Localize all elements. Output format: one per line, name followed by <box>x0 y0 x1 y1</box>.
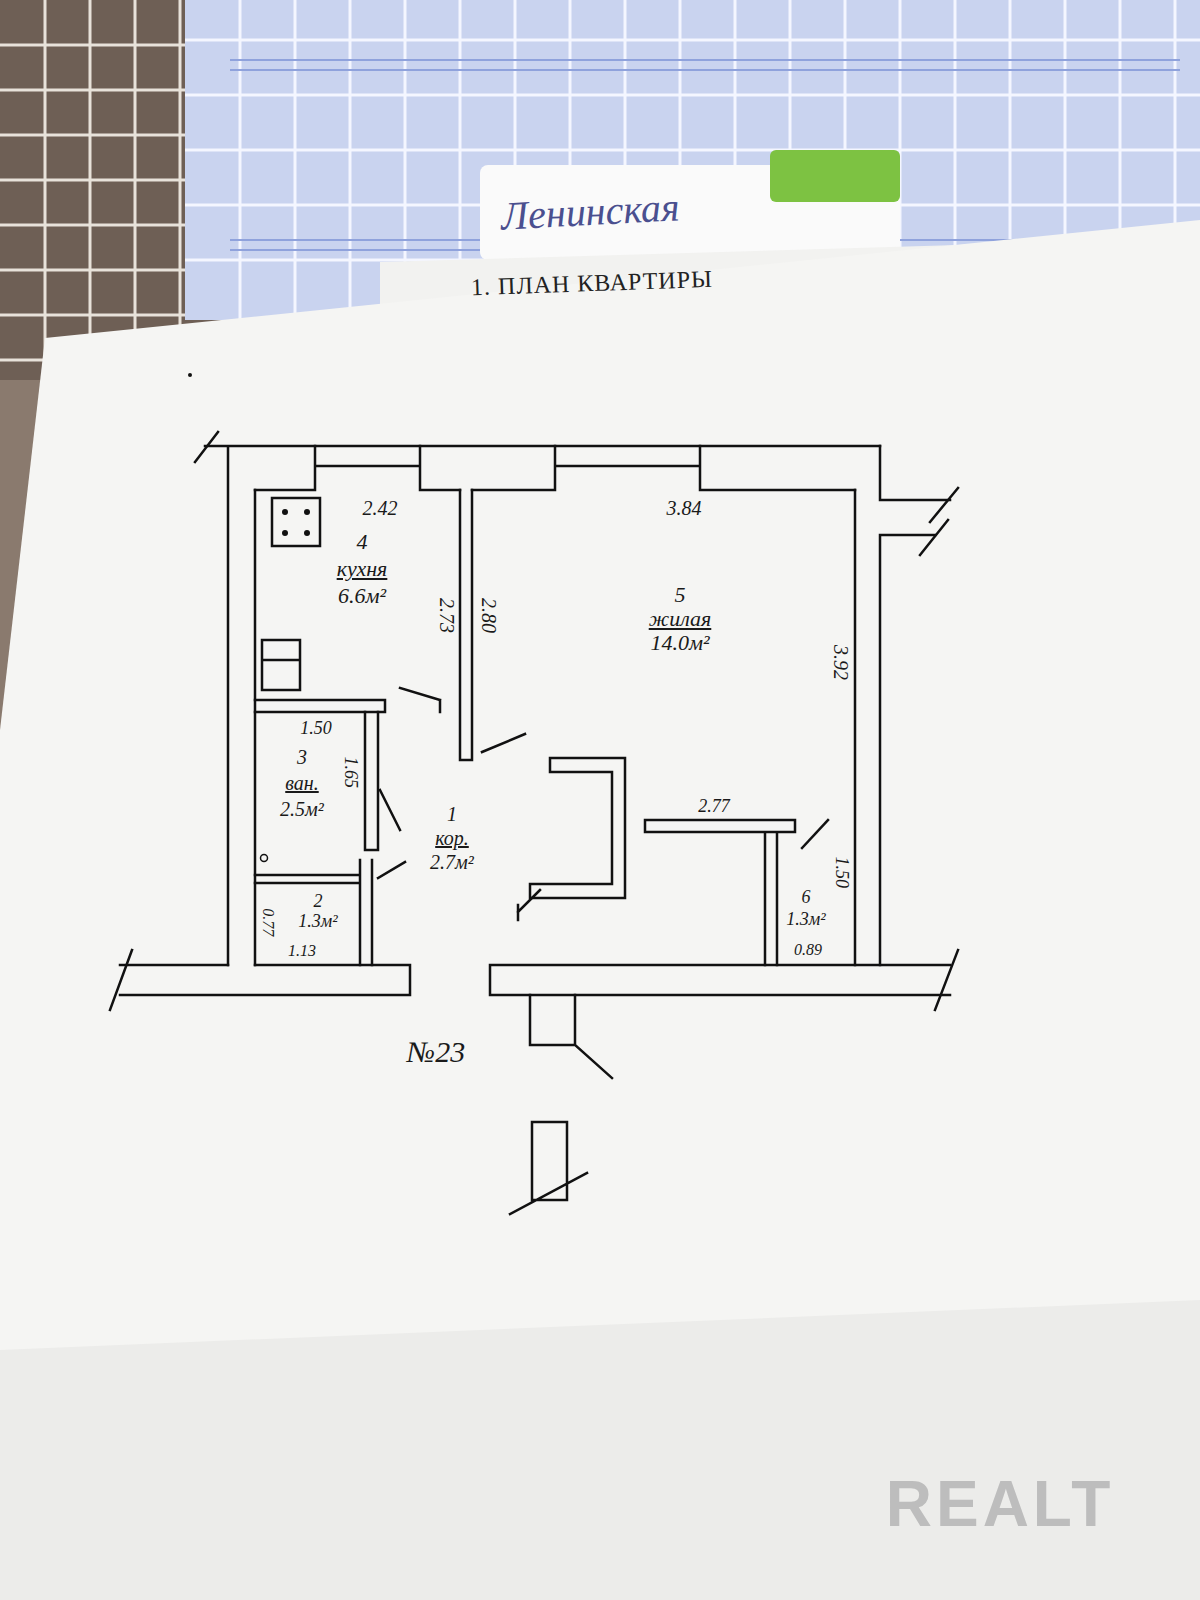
dimension: 0.89 <box>794 941 822 959</box>
room-area-value: 14.0м² <box>650 631 709 655</box>
dimension: 1.13 <box>288 942 316 960</box>
dimension: 3.84 <box>667 497 702 520</box>
dimension: 3.92 <box>829 645 852 680</box>
room-area: 5жилая14.0м² <box>645 581 716 657</box>
room-area: 61.3м² <box>782 884 829 932</box>
dimension: 2.77 <box>698 796 730 817</box>
dimension: 2.80 <box>477 598 500 633</box>
dimension: 1.50 <box>832 856 853 888</box>
paper-dot <box>188 373 192 377</box>
room-area-value: 2.7м² <box>430 850 474 874</box>
address-handwriting: Ленинская <box>500 184 681 239</box>
room-name: кор. <box>435 826 469 850</box>
stove-burner <box>304 509 310 515</box>
corridor-wall <box>530 758 625 898</box>
dimension: 1.65 <box>341 756 362 788</box>
dimension: 2.42 <box>363 497 398 520</box>
dimension: 0.77 <box>259 908 277 936</box>
room-number: 5 <box>675 583 686 607</box>
bottom-wall <box>120 965 950 995</box>
stove-burner <box>304 530 310 536</box>
room-area: 21.3м² <box>294 889 341 933</box>
door-swing <box>802 820 828 848</box>
room-name: жилая <box>649 607 712 631</box>
door-swing <box>378 790 405 878</box>
stove-burner <box>282 530 288 536</box>
room-area-value: 2.5м² <box>280 796 324 822</box>
exterior-wall <box>205 446 880 965</box>
toilet-wall <box>255 860 372 965</box>
partition-wall <box>460 490 472 760</box>
room-name: ван. <box>285 770 318 796</box>
stove-burner <box>282 509 288 515</box>
room-number: 1 <box>447 802 457 826</box>
door-swing <box>400 688 440 712</box>
right-wall <box>855 446 950 965</box>
dimension: 1.50 <box>300 718 332 739</box>
vestibule <box>530 995 612 1078</box>
room-name: кухня <box>337 555 388 582</box>
room-number: 2 <box>313 891 322 911</box>
apartment-number: №23 <box>407 1035 465 1070</box>
duct-symbol <box>510 1122 587 1214</box>
closet-wall <box>645 820 795 965</box>
dimension: 2.73 <box>435 598 458 633</box>
room-area: 4кухня6.6м² <box>333 526 392 611</box>
break-mark <box>195 432 958 555</box>
paper-sheet <box>0 220 1200 1600</box>
bath-wall <box>365 712 378 850</box>
paper-shade <box>0 1300 1200 1600</box>
room-number: 4 <box>356 528 367 555</box>
room-area: 1кор.2.7м² <box>426 800 478 876</box>
kitchen-window <box>255 446 460 490</box>
room-number: 3 <box>297 744 307 770</box>
kitchen-wall <box>255 700 385 712</box>
room-area-value: 1.3м² <box>298 911 337 931</box>
drain-symbol <box>261 855 268 862</box>
sink-symbol <box>262 640 300 690</box>
room-area-value: 1.3м² <box>786 908 825 930</box>
room-number: 6 <box>801 886 810 908</box>
door-swing <box>518 890 540 920</box>
room-area-value: 6.6м² <box>338 582 386 609</box>
stove-symbol <box>272 498 320 546</box>
watermark: REALT <box>886 1468 1115 1542</box>
green-tab <box>770 150 900 202</box>
door-swing <box>482 734 525 752</box>
break-mark <box>110 950 958 1010</box>
room-area: 3ван.2.5м² <box>276 742 328 824</box>
room-window <box>472 446 855 490</box>
